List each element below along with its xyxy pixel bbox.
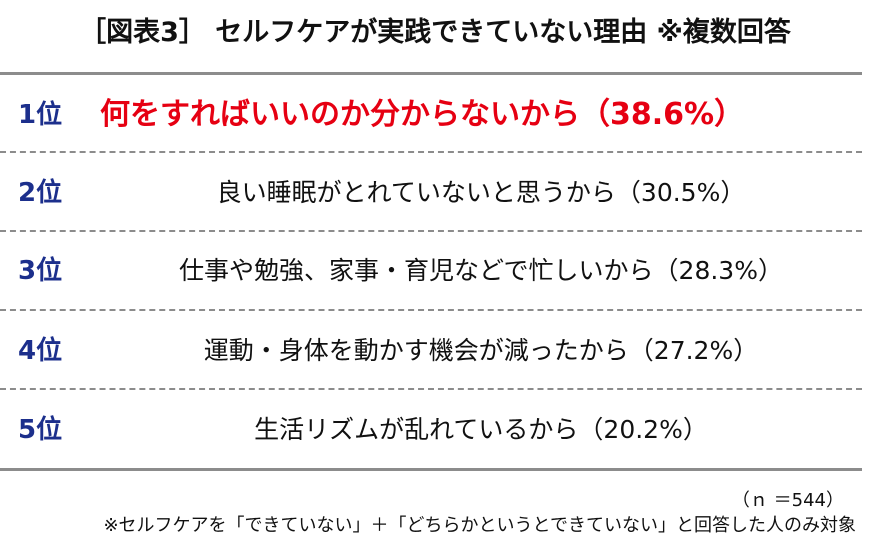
row-divider: [0, 388, 862, 390]
footnote: ※セルフケアを「できていない」＋「どちらかというとできていない」と回答した人のみ…: [103, 515, 856, 536]
ranking-row-2: 2位 良い睡眠がとれていないと思うから（30.5%）: [0, 156, 862, 230]
value-label: （28.3%）: [653, 256, 783, 285]
reason-label: 何をすればいいのか分からないから: [100, 97, 580, 132]
rank-label: 2位: [18, 178, 63, 208]
rank-label: 1位: [18, 100, 63, 130]
reason-text: 運動・身体を動かす機会が減ったから（27.2%）: [100, 314, 862, 388]
row-divider: [0, 151, 862, 153]
reason-label: 仕事や勉強、家事・育児などで忙しいから: [179, 256, 654, 285]
rank-label: 5位: [18, 415, 63, 445]
reason-label: 生活リズムが乱れているから: [254, 415, 579, 444]
ranking-row-1: 1位 何をすればいいのか分からないから（38.6%）: [0, 78, 862, 152]
value-label: （30.5%）: [615, 178, 746, 207]
chart-title: ［図表3］ セルフケアが実践できていない理由 ※複数回答: [79, 17, 791, 48]
value-label: （20.2%）: [578, 415, 708, 444]
rank-label: 4位: [18, 336, 63, 366]
ranking-row-4: 4位 運動・身体を動かす機会が減ったから（27.2%）: [0, 314, 862, 388]
row-divider: [0, 230, 862, 232]
value-label: （38.6%）: [580, 97, 745, 132]
reason-text: 生活リズムが乱れているから（20.2%）: [100, 393, 862, 467]
reason-label: 良い睡眠がとれていないと思うから: [216, 178, 616, 207]
row-divider: [0, 309, 862, 311]
ranking-row-3: 3位 仕事や勉強、家事・育児などで忙しいから（28.3%）: [0, 234, 862, 308]
reason-text: 良い睡眠がとれていないと思うから（30.5%）: [100, 156, 862, 230]
reason-text: 何をすればいいのか分からないから（38.6%）: [100, 78, 862, 152]
bottom-rule: [0, 468, 862, 471]
rank-label: 3位: [18, 256, 63, 286]
top-rule: [0, 72, 862, 75]
sample-size: （ｎ ＝544）: [731, 490, 844, 511]
ranking-row-5: 5位 生活リズムが乱れているから（20.2%）: [0, 393, 862, 467]
reason-text: 仕事や勉強、家事・育児などで忙しいから（28.3%）: [100, 234, 862, 308]
value-label: （27.2%）: [628, 336, 759, 365]
reason-label: 運動・身体を動かす機会が減ったから: [203, 336, 629, 365]
